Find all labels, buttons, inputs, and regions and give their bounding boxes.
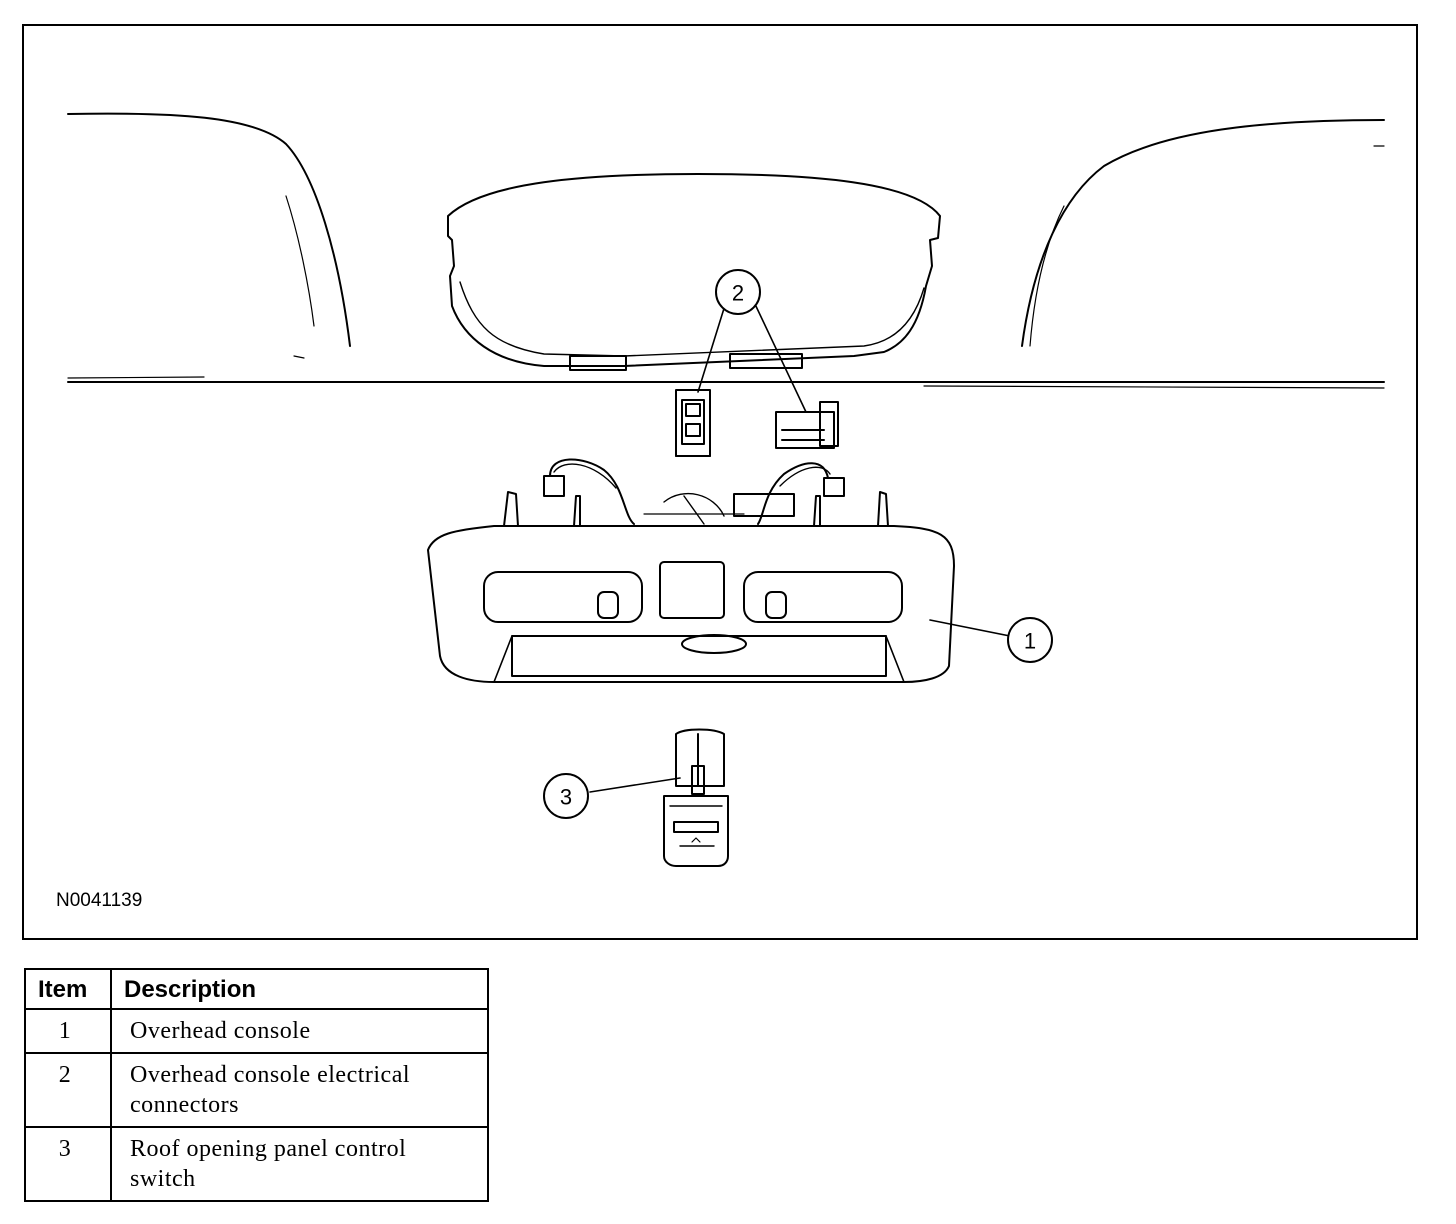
legend-header-row: Item Description	[24, 968, 489, 1010]
table-row: 3 Roof opening panel control switch	[24, 1126, 489, 1202]
diagram-frame: 1 2 3 N0041139	[22, 24, 1418, 940]
callout-label-3: 3	[560, 785, 572, 810]
connector-right	[775, 401, 839, 449]
legend-item-number: 2	[24, 1052, 112, 1128]
legend-item-description: Overhead console electrical connectors	[110, 1052, 489, 1128]
roof-switch	[663, 728, 729, 867]
callout-label-1: 1	[1024, 629, 1036, 654]
left-headrest	[67, 112, 351, 347]
figure-id: N0041139	[56, 890, 143, 911]
legend-header-description: Description	[110, 968, 489, 1010]
callout-circle-3	[543, 773, 589, 819]
legend-item-number: 3	[24, 1126, 112, 1202]
callout-circle-2	[715, 269, 761, 315]
callout-label-2: 2	[732, 281, 744, 306]
table-row: 2 Overhead console electrical connectors	[24, 1052, 489, 1128]
legend-header-item: Item	[24, 968, 112, 1010]
connector-left	[675, 389, 711, 457]
table-row: 1 Overhead console	[24, 1008, 489, 1054]
diagram-illustration: 1 2 3	[67, 112, 1385, 867]
legend-item-number: 1	[24, 1008, 112, 1054]
legend-item-description: Roof opening panel control switch	[110, 1126, 489, 1202]
right-headrest	[1021, 119, 1385, 347]
rearview-mirror	[447, 173, 941, 367]
legend-table: Item Description 1 Overhead console 2 Ov…	[24, 968, 489, 1202]
callout-circle-1	[1007, 617, 1053, 663]
legend-item-description: Overhead console	[110, 1008, 489, 1054]
overhead-console	[427, 458, 955, 683]
